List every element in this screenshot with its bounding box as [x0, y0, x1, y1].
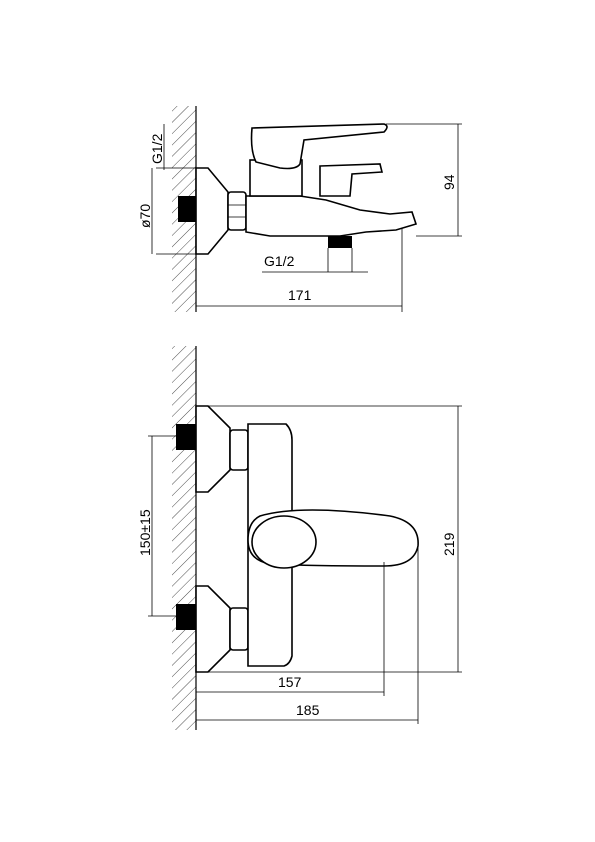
diameter-label: ø70	[137, 204, 153, 228]
height-label-top: 94	[441, 174, 457, 190]
outlet-thread	[328, 236, 352, 248]
front-view: 150±15 219 157 185	[137, 346, 462, 730]
wall-hatch-front	[172, 346, 196, 730]
thread-label-bottom: G1/2	[264, 253, 295, 269]
hex-nut-bottom	[229, 607, 249, 651]
hex-nut-top	[229, 429, 249, 471]
width-inner-label: 157	[278, 674, 302, 690]
top-view: G1/2 ø70 G1/2 94 171	[137, 106, 462, 312]
thread-label-left: G1/2	[149, 133, 165, 164]
handle-cap	[251, 515, 317, 569]
wall-fitting-top	[176, 424, 196, 450]
diverter-knob	[319, 163, 384, 197]
lever-handle	[250, 123, 388, 170]
hex-nut	[227, 191, 247, 231]
height-label-front: 219	[441, 532, 457, 556]
wall-fitting-bottom	[176, 604, 196, 630]
escutcheon-top	[195, 405, 231, 493]
escutcheon-bottom	[195, 585, 231, 673]
width-label-top: 171	[288, 287, 312, 303]
spacing-label: 150±15	[137, 509, 153, 556]
width-outer-label: 185	[296, 702, 320, 718]
mixer-body	[245, 195, 418, 237]
wall-fitting	[178, 196, 196, 222]
escutcheon	[195, 167, 229, 255]
